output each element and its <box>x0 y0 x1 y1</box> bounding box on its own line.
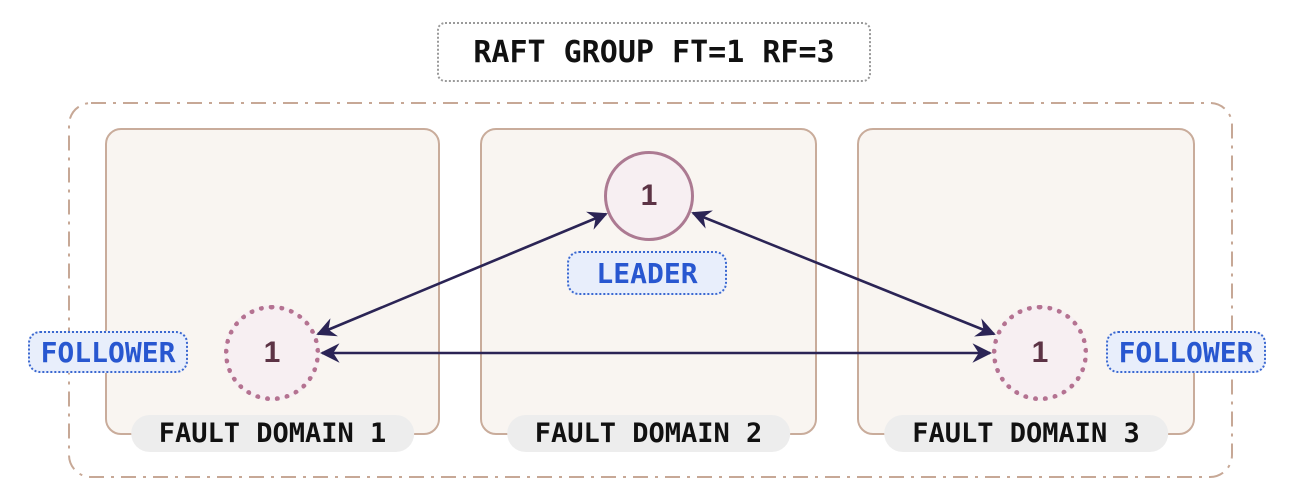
fault-domain-label-1: FAULT DOMAIN 1 <box>130 415 415 452</box>
follower-right-node: 1 <box>992 305 1088 401</box>
follower-right-node-value: 1 <box>1031 336 1049 369</box>
leader-badge: LEADER <box>567 251 727 295</box>
follower-left-node: 1 <box>224 305 320 401</box>
follower-right-badge: FOLLOWER <box>1106 331 1266 373</box>
follower-left-badge: FOLLOWER <box>28 331 188 373</box>
raft-group-title: RAFT GROUP FT=1 RF=3 <box>437 22 871 82</box>
follower-left-node-value: 1 <box>263 336 281 369</box>
leader-node-value: 1 <box>640 179 658 212</box>
fault-domain-label-2: FAULT DOMAIN 2 <box>506 415 791 452</box>
leader-node: 1 <box>604 151 694 241</box>
fault-domain-label-3: FAULT DOMAIN 3 <box>884 415 1168 452</box>
